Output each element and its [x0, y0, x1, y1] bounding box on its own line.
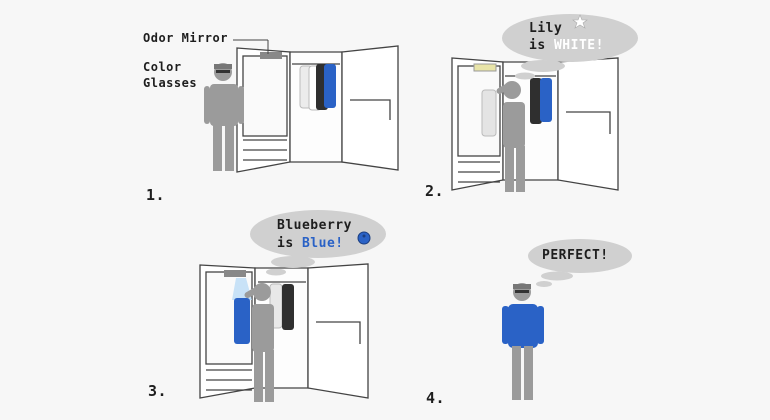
lily-flower-icon [572, 14, 588, 29]
wardrobe-left-compartment [242, 55, 288, 137]
cap [513, 284, 531, 289]
person [496, 81, 525, 192]
odor-mirror-label: Odor Mirror [143, 31, 228, 45]
step-number-3: 3. [148, 382, 168, 400]
bubble-line-1: Lily [529, 21, 563, 36]
odor-mirror-device [473, 63, 497, 72]
bubble-text: PERFECT! [542, 248, 609, 263]
blue-jacket [508, 304, 538, 348]
wardrobe [236, 45, 399, 173]
door-handle [350, 99, 391, 120]
cap [214, 64, 232, 69]
step-number-1: 1. [146, 186, 166, 204]
person [204, 63, 244, 171]
wardrobe-door [557, 57, 619, 191]
bubble-line-2: is Blue! [277, 236, 344, 251]
hanging-clothes [481, 78, 552, 137]
person [502, 283, 544, 400]
thought-bubble [502, 14, 638, 80]
step-number-2: 2. [425, 182, 445, 200]
highlight-white: WHITE! [553, 38, 604, 53]
wardrobe [199, 263, 369, 399]
odor-mirror-device [224, 270, 246, 277]
thought-bubble [250, 210, 386, 276]
panel-2 [451, 14, 638, 192]
wardrobe-door [307, 263, 369, 399]
color-glasses [216, 70, 230, 73]
step-number-4: 4. [426, 389, 446, 407]
thought-bubble [528, 239, 632, 287]
person [244, 283, 274, 402]
highlight-blue: Blue! [301, 236, 344, 251]
color-glasses [515, 290, 529, 293]
wardrobe-door [341, 45, 399, 171]
door-handle [316, 321, 361, 344]
bubble-line-1: Blueberry [277, 218, 352, 233]
blueberry-icon [357, 231, 371, 245]
glasses-label: Glasses [143, 76, 198, 90]
panel-4 [502, 239, 632, 400]
bubble-line-2: is WHITE! [529, 38, 604, 53]
color-label: Color [143, 60, 182, 74]
odor-mirror-device [260, 52, 282, 59]
hanging-clothes [299, 64, 336, 111]
door-handle [566, 111, 611, 134]
panel-1 [204, 39, 399, 173]
panel-3 [199, 210, 386, 402]
